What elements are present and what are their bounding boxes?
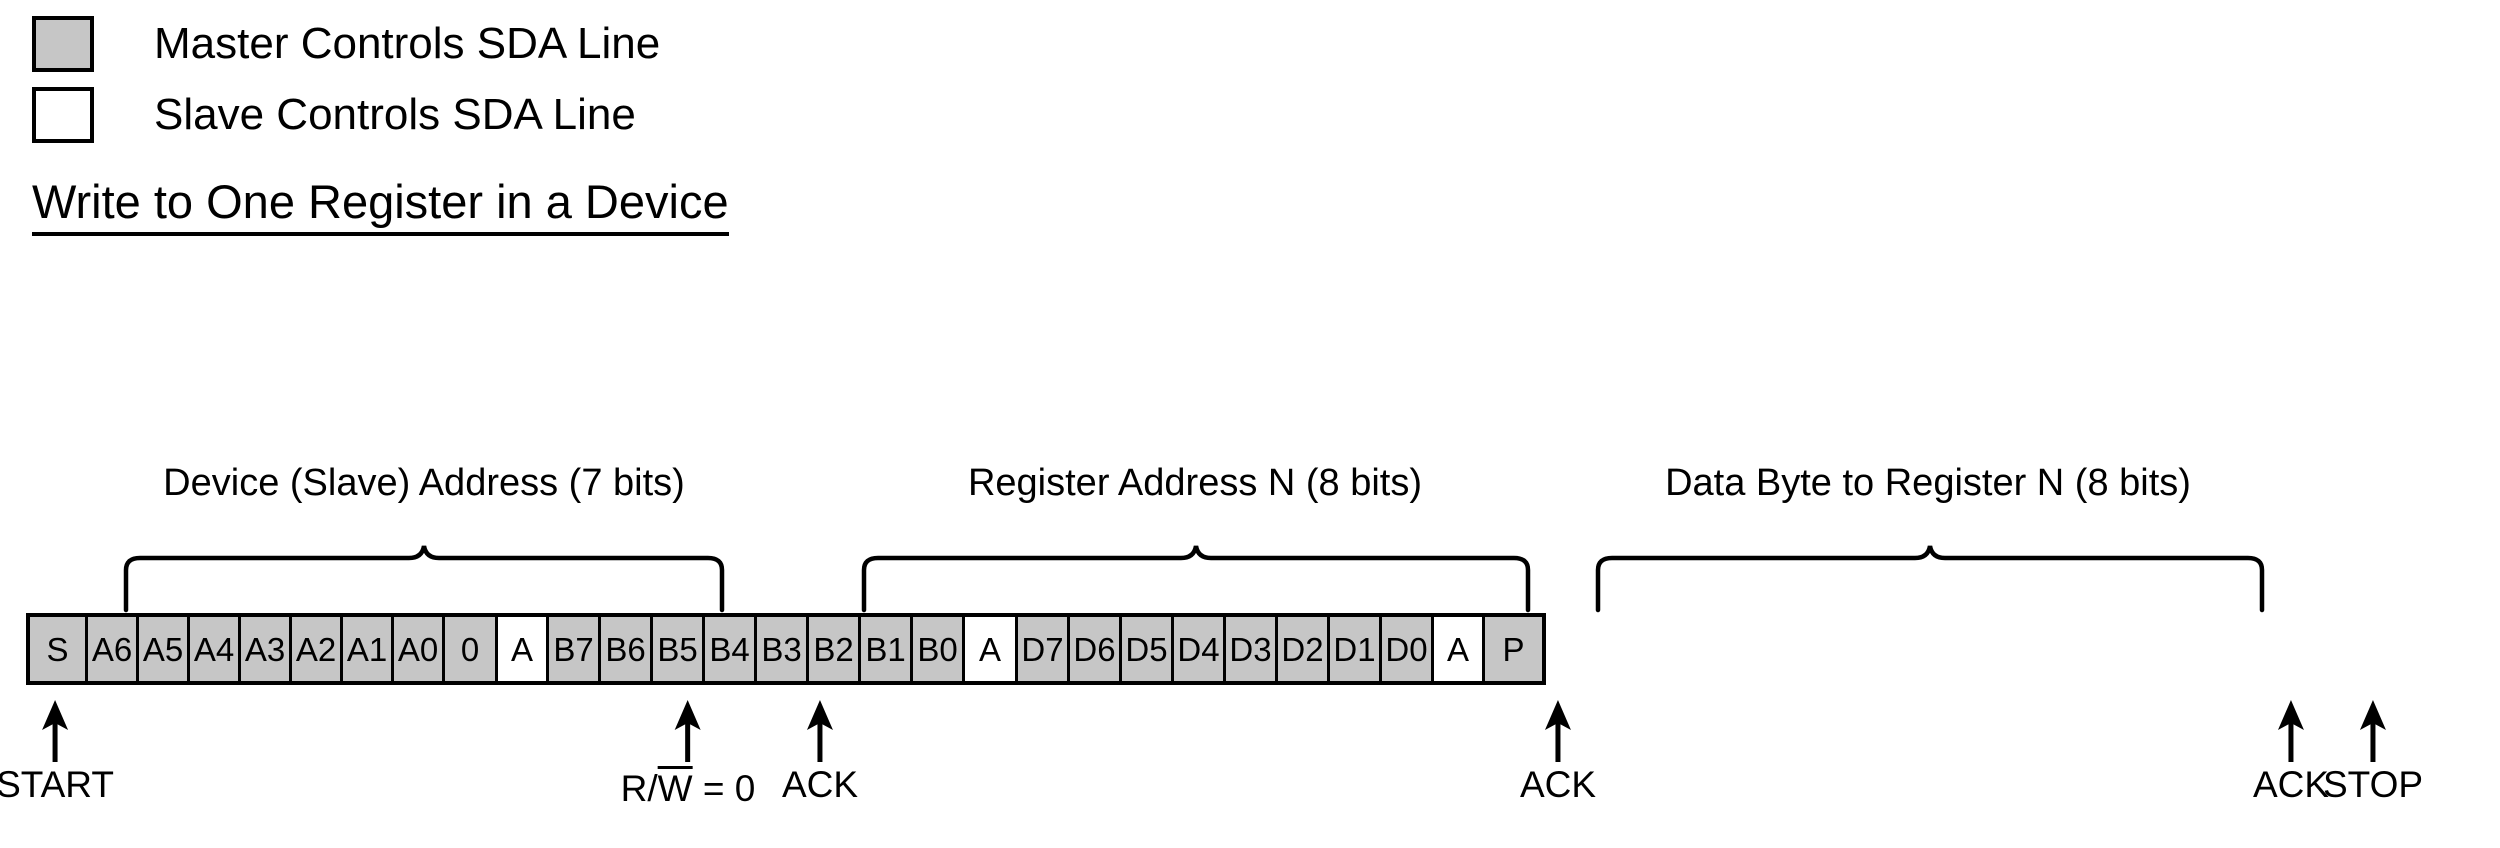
frame-cell-a5[interactable]: A5: [139, 617, 190, 681]
callout-ack-address: ACK: [782, 700, 858, 803]
frame-cell-d6[interactable]: D6: [1070, 617, 1122, 681]
frame-cell-ack-1[interactable]: A: [498, 617, 549, 681]
frame-cell-a6[interactable]: A6: [88, 617, 139, 681]
group-label-device-address: Device (Slave) Address (7 bits): [163, 462, 685, 504]
frame-cell-a4[interactable]: A4: [190, 617, 241, 681]
brace-device-address: [123, 544, 725, 613]
group-label-register-address: Register Address N (8 bits): [967, 462, 1423, 504]
callout-label-start: START: [0, 764, 114, 805]
frame-cell-d1[interactable]: D1: [1330, 617, 1382, 681]
callout-label-ack-register: ACK: [1519, 764, 1597, 805]
rw-overlined-w: W: [657, 766, 693, 809]
legend-label-master: Master Controls SDA Line: [154, 19, 661, 68]
frame-cell-start[interactable]: S: [30, 617, 88, 681]
brace-data-byte: [1595, 544, 2265, 613]
arrow-up-icon: [806, 700, 833, 762]
arrow-up-icon: [1544, 700, 1571, 762]
legend-swatch-master: [32, 16, 94, 72]
rw-suffix: = 0: [692, 768, 756, 809]
callout-ack-data: ACK: [2253, 700, 2329, 803]
page-title: Write to One Register in a Device: [32, 178, 729, 236]
i2c-frame-row: S A6 A5 A4 A3 A2 A1 A0 0 A B7 B6 B5 B4 B…: [26, 613, 1546, 685]
legend-label-slave: Slave Controls SDA Line: [154, 90, 636, 139]
callout-start: START: [0, 700, 114, 803]
frame-cell-a3[interactable]: A3: [241, 617, 292, 681]
group-label-data-byte: Data Byte to Register N (8 bits): [1665, 462, 2191, 504]
frame-cell-ack-3[interactable]: A: [1434, 617, 1485, 681]
frame-cell-d7[interactable]: D7: [1018, 617, 1070, 681]
frame-cell-d5[interactable]: D5: [1122, 617, 1174, 681]
callout-label-ack-address: ACK: [781, 764, 859, 805]
callout-ack-register: ACK: [1520, 700, 1596, 803]
frame-cell-stop[interactable]: P: [1485, 617, 1542, 681]
frame-cell-d3[interactable]: D3: [1226, 617, 1278, 681]
arrow-up-icon: [42, 700, 68, 762]
frame-cell-b0[interactable]: B0: [913, 617, 965, 681]
frame-cell-b3[interactable]: B3: [757, 617, 809, 681]
frame-cell-d4[interactable]: D4: [1174, 617, 1226, 681]
frame-cell-b6[interactable]: B6: [601, 617, 653, 681]
frame-cell-a0[interactable]: A0: [394, 617, 445, 681]
legend-item-master: Master Controls SDA Line: [32, 16, 660, 72]
callout-stop: STOP: [2323, 700, 2423, 803]
arrow-up-icon: [675, 700, 701, 762]
arrow-up-icon: [2359, 700, 2386, 762]
frame-cell-b7[interactable]: B7: [549, 617, 601, 681]
callout-label-stop: STOP: [2322, 764, 2424, 805]
callout-read-write-bit: R/W = 0: [620, 700, 756, 809]
frame-cell-b2[interactable]: B2: [809, 617, 861, 681]
frame-cell-d2[interactable]: D2: [1278, 617, 1330, 681]
frame-cell-b1[interactable]: B1: [861, 617, 913, 681]
frame-cell-a1[interactable]: A1: [343, 617, 394, 681]
rw-prefix: R/: [620, 768, 658, 809]
arrow-up-icon: [2277, 700, 2304, 762]
frame-cell-b5[interactable]: B5: [653, 617, 705, 681]
frame-cell-rw-bit[interactable]: 0: [445, 617, 498, 681]
brace-register-address: [861, 544, 1531, 613]
frame-cell-d0[interactable]: D0: [1382, 617, 1434, 681]
callout-label-ack-data: ACK: [2252, 764, 2330, 805]
frame-cell-a2[interactable]: A2: [292, 617, 343, 681]
legend-item-slave: Slave Controls SDA Line: [32, 87, 636, 143]
callout-label-read-write-bit: R/W = 0: [620, 766, 756, 809]
frame-cell-ack-2[interactable]: A: [965, 617, 1018, 681]
frame-cell-b4[interactable]: B4: [705, 617, 757, 681]
legend-swatch-slave: [32, 87, 94, 143]
